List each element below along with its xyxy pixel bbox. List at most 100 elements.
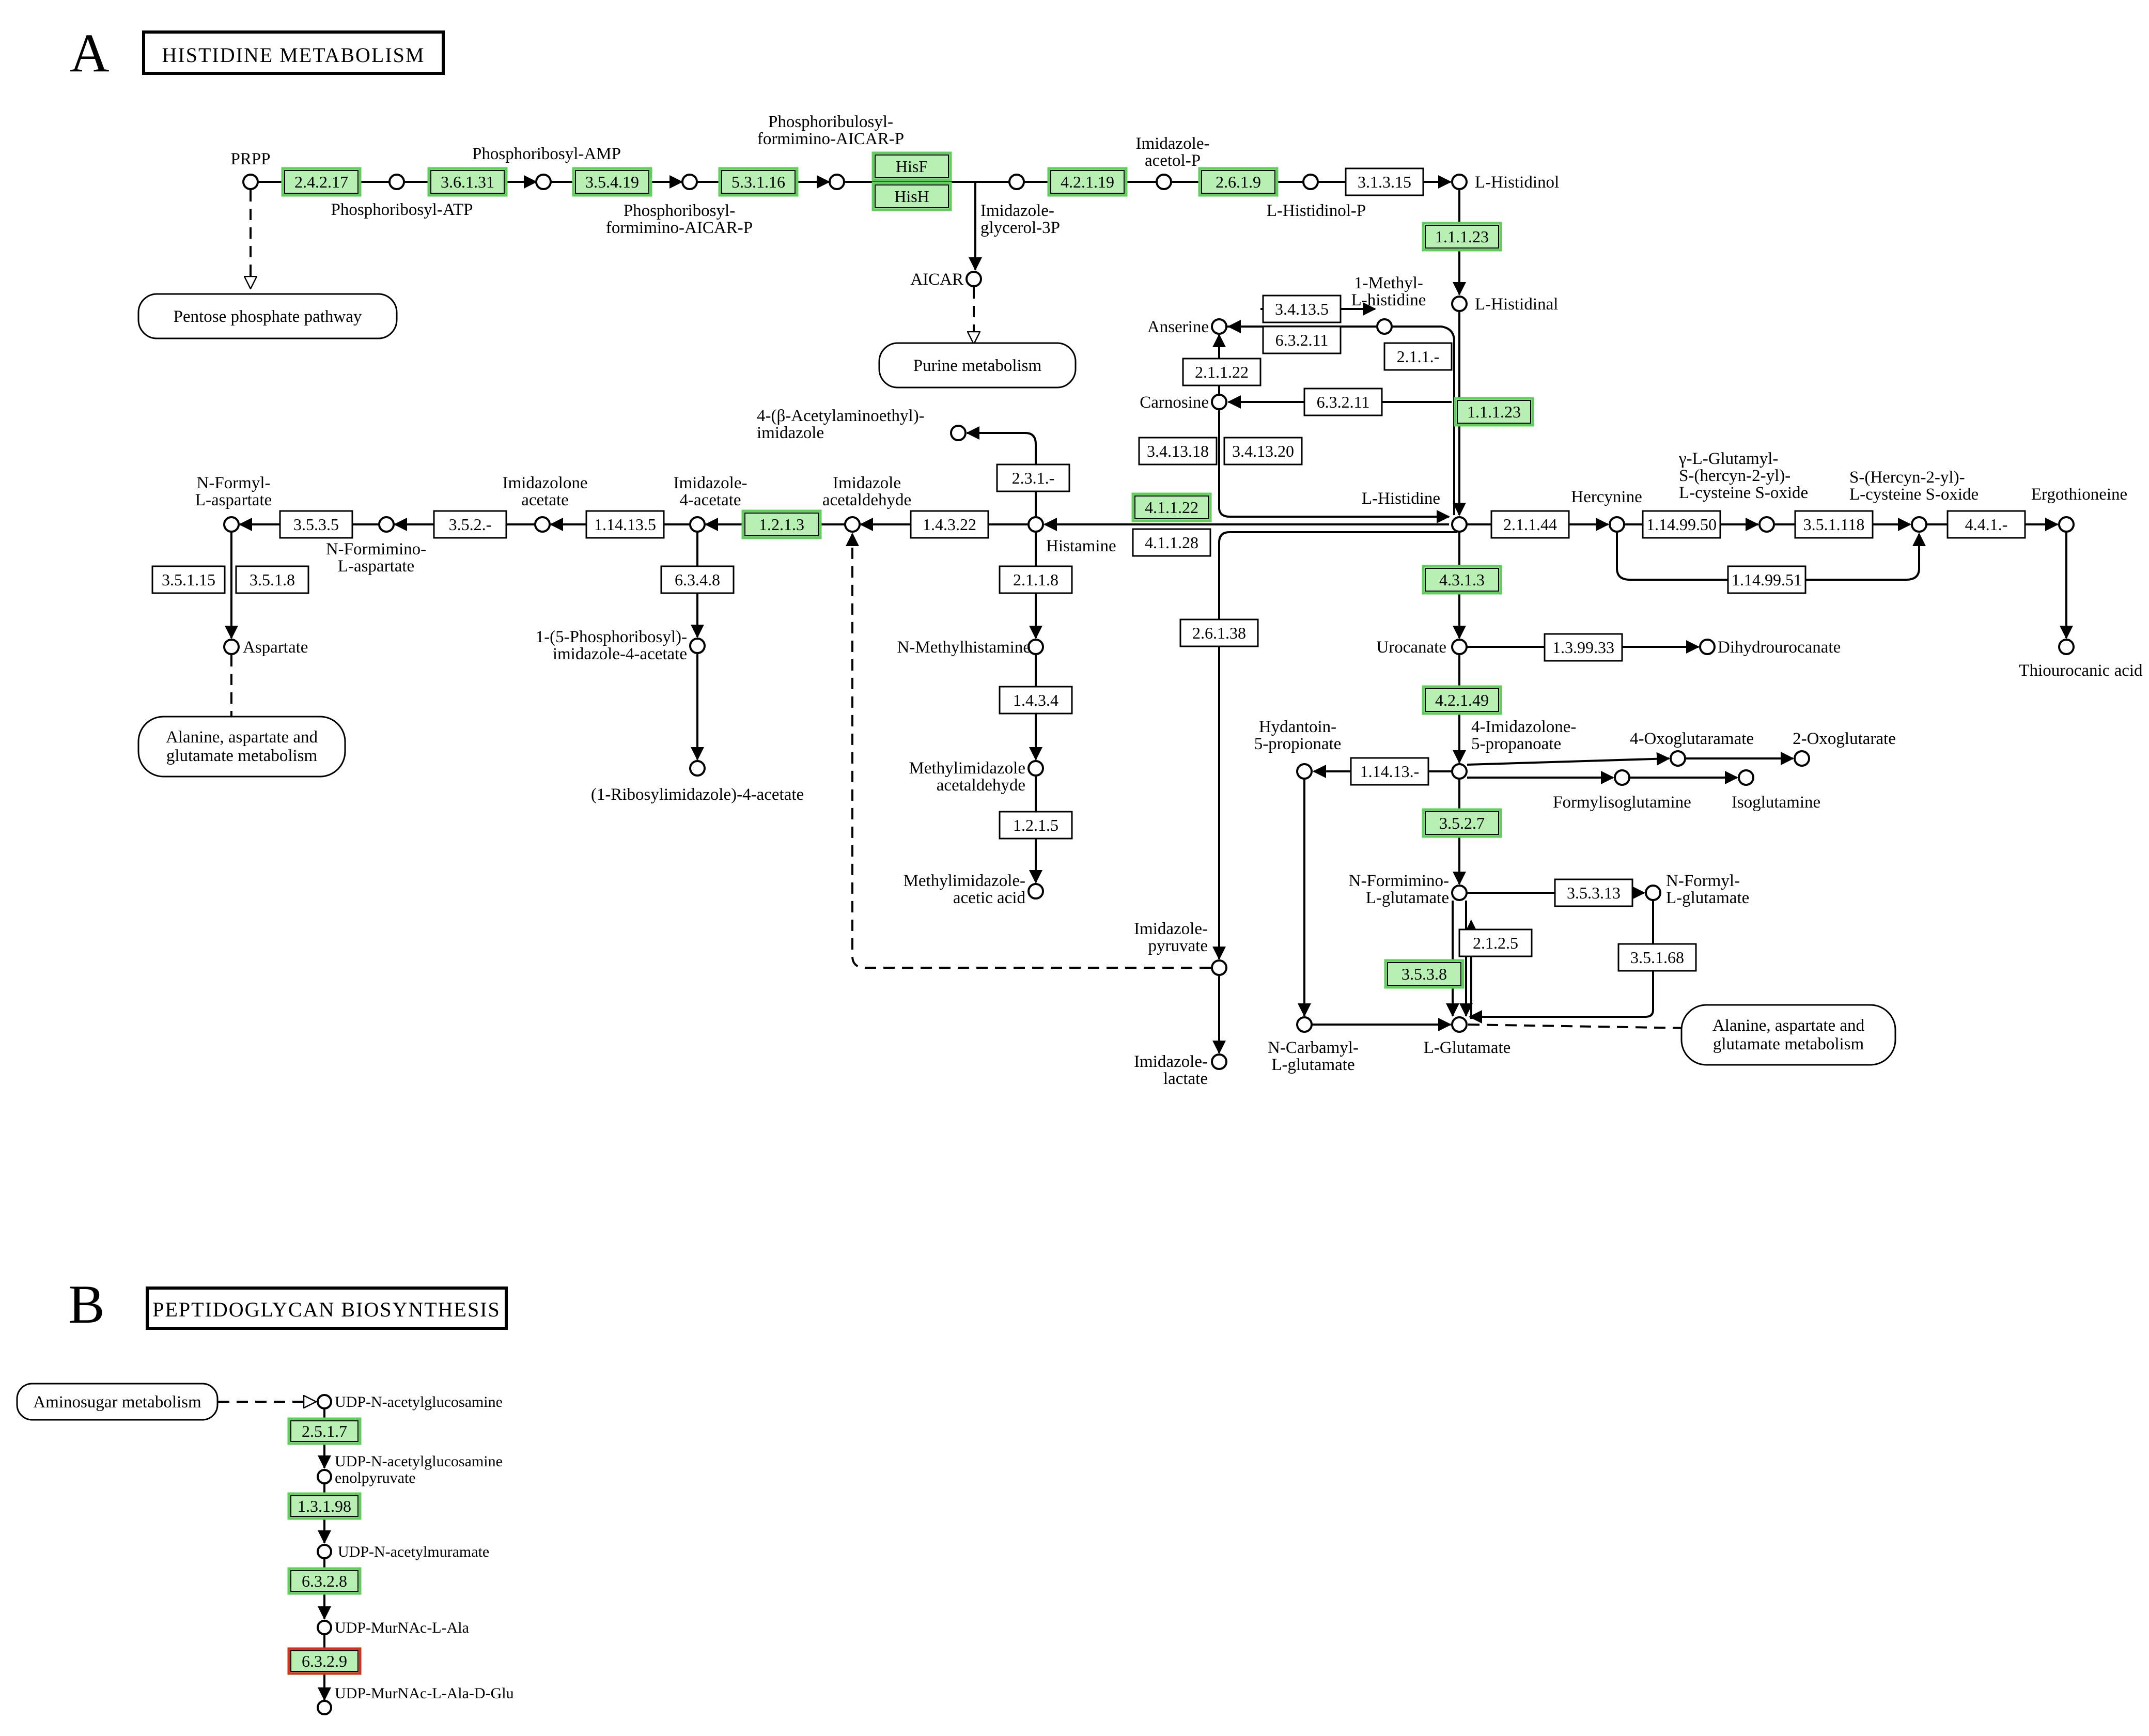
enzyme-e_1213[interactable]: 1.2.1.3: [741, 509, 822, 539]
compound-c_hcys[interactable]: S-(Hercyn-2-yl)-L-cysteine S-oxide: [1849, 468, 1979, 533]
enzyme-e_231[interactable]: 2.3.1.-: [996, 463, 1070, 492]
compound-c_pratp[interactable]: Phosphoribosyl-ATP: [331, 174, 473, 219]
compound-c_4imid[interactable]: 4-Imidazolone-5-propanoate: [1451, 718, 1576, 780]
enzyme-e_35168[interactable]: 3.5.1.68: [1617, 943, 1697, 972]
compound-c_lhis[interactable]: L-Histidine: [1362, 489, 1468, 533]
enzyme-e_2118[interactable]: 2.1.1.8: [999, 565, 1073, 594]
enzyme-e_441[interactable]: 4.4.1.-: [1946, 510, 2026, 539]
enzyme-e_41128[interactable]: 4.1.1.28: [1132, 528, 1211, 557]
enzyme-e_352[interactable]: 3.5.2.-: [433, 510, 507, 539]
enzyme-b_13198[interactable]: 1.3.1.98: [287, 1492, 362, 1520]
compound-b_udpaladglu[interactable]: UDP-MurNAc-L-Ala-D-Glu: [317, 1685, 514, 1715]
enzyme-e_139933[interactable]: 1.3.99.33: [1544, 633, 1623, 662]
enzyme-e_1434[interactable]: 1.4.3.4: [999, 686, 1073, 715]
enzyme-b_2517[interactable]: 2.5.1.7: [287, 1417, 362, 1445]
enzyme-e_24217[interactable]: 2.4.2.17: [281, 167, 362, 197]
compound-c_pfaicar[interactable]: Phosphoribosyl-formimino-AICAR-P: [606, 174, 753, 237]
compound-b_udpglcnac[interactable]: UDP-N-acetylglucosamine: [317, 1393, 503, 1411]
compound-c_dhuro[interactable]: Dihydrourocanate: [1699, 638, 1841, 657]
compound-c_isoglu[interactable]: Isoglutamine: [1732, 769, 1820, 812]
enzyme-e_6348[interactable]: 6.3.4.8: [660, 565, 735, 594]
compound-c_yglu[interactable]: γ-L-Glutamyl-S-(hercyn-2-yl)-L-cysteine …: [1678, 450, 1808, 533]
enzyme-b_6329[interactable]: 6.3.2.9: [287, 1647, 362, 1675]
enzyme-e_31315[interactable]: 3.1.3.15: [1345, 167, 1424, 196]
compound-c_nformasp[interactable]: N-Formyl-L-aspartate: [195, 474, 272, 533]
compound-c_lglu[interactable]: L-Glutamate: [1424, 1016, 1511, 1057]
compound-c_lhp[interactable]: L-Histidinol-P: [1267, 174, 1366, 220]
enzyme-e_351118[interactable]: 3.5.1.118: [1794, 510, 1874, 539]
enzyme-e_3527[interactable]: 3.5.2.7: [1422, 808, 1502, 838]
enzyme-e_1149950[interactable]: 1.14.99.50: [1642, 510, 1721, 539]
enzyme-e_3518[interactable]: 3.5.1.8: [235, 565, 309, 594]
enzyme-e_2619[interactable]: 2.6.1.9: [1198, 167, 1279, 197]
compound-c_iap[interactable]: Imidazole-acetol-P: [1136, 134, 1210, 190]
compound-c_histamine[interactable]: Histamine: [1027, 516, 1116, 555]
compound-c_pramp[interactable]: Phosphoribosyl-AMP: [472, 145, 621, 190]
compound-c_nmh[interactable]: N-Methylhistamine: [897, 638, 1044, 657]
enzyme-e_2125[interactable]: 2.1.2.5: [1458, 928, 1533, 957]
enzyme-e_HisH[interactable]: HisH: [871, 181, 952, 211]
enzyme-e_36131[interactable]: 3.6.1.31: [427, 167, 508, 197]
enzyme-e_21144[interactable]: 2.1.1.44: [1490, 510, 1570, 539]
enzyme-e_14322[interactable]: 1.4.3.22: [910, 510, 989, 539]
compound-c_urocanate[interactable]: Urocanate: [1376, 638, 1468, 657]
enzyme-e_26138[interactable]: 2.6.1.38: [1179, 618, 1259, 647]
compound-c_nformglu[interactable]: N-Formimino-L-glutamate: [1349, 872, 1468, 907]
enzyme-e_3535[interactable]: 3.5.3.5: [279, 510, 353, 539]
enzyme-e_11413[interactable]: 1.14.13.-: [1350, 757, 1429, 786]
compound-b_udpmur[interactable]: UDP-N-acetylmuramate: [317, 1543, 489, 1560]
enzyme-e_53116[interactable]: 5.3.1.16: [718, 167, 799, 197]
compound-c_prfaicar[interactable]: Phosphoribulosyl-formimino-AICAR-P: [757, 113, 904, 190]
compound-b_udpenol1[interactable]: UDP-N-acetylglucosamine: [317, 1453, 503, 1484]
enzyme-e_6321b[interactable]: 6.3.2.11: [1303, 388, 1383, 416]
compound-c_nformimasp[interactable]: N-Formimino-L-aspartate: [326, 516, 426, 576]
enzyme-e_6321a[interactable]: 6.3.2.11: [1262, 326, 1342, 354]
enzyme-e_341320[interactable]: 3.4.13.20: [1223, 437, 1303, 466]
enzyme-e_34135[interactable]: 3.4.13.5: [1262, 295, 1342, 323]
compound-c_ilac[interactable]: Imidazole-lactate: [1134, 1052, 1227, 1088]
enzyme-e_35115[interactable]: 3.5.1.15: [151, 565, 226, 594]
compound-c_igp[interactable]: Imidazole-glycerol-3P: [980, 174, 1060, 237]
compound-c_miacid[interactable]: Methylimidazole-acetic acid: [904, 872, 1044, 907]
enzyme-e_42119[interactable]: 4.2.1.19: [1047, 167, 1128, 197]
enzyme-e_431[interactable]: 4.3.1.3: [1422, 565, 1502, 595]
enzyme-e_4219[interactable]: 4.2.1.49: [1422, 685, 1502, 715]
compound-b_udpenol2[interactable]: enolpyruvate: [335, 1469, 416, 1486]
enzyme-e_35313[interactable]: 3.5.3.13: [1554, 878, 1633, 907]
compound-c_lhol[interactable]: L-Histidinol: [1451, 173, 1559, 192]
enzyme-e_11123a[interactable]: 1.1.1.23: [1422, 222, 1502, 252]
enzyme-e_11123b[interactable]: 1.1.1.23: [1454, 397, 1534, 427]
compound-c_ergo[interactable]: Ergothioneine: [2031, 485, 2127, 533]
compound-c_carnosine[interactable]: Carnosine: [1140, 393, 1227, 412]
enzyme-e_3538[interactable]: 3.5.3.8: [1384, 959, 1465, 989]
enzyme-e_341318[interactable]: 3.4.13.18: [1138, 437, 1218, 466]
enzyme-b_6328[interactable]: 6.3.2.8: [287, 1567, 362, 1595]
compound-c_mhis[interactable]: 1-Methyl-L-histidine: [1351, 274, 1426, 335]
enzyme-e_114135[interactable]: 1.14.13.5: [585, 510, 665, 539]
compound-c_ncarb[interactable]: N-Carbamyl-L-glutamate: [1268, 1016, 1359, 1074]
compound-c_aspartate[interactable]: Aspartate: [223, 638, 308, 657]
compound-c_prpp[interactable]: PRPP: [230, 150, 271, 190]
enzyme-e_35419[interactable]: 3.5.4.19: [572, 167, 652, 197]
compound-c_lhal[interactable]: L-Histidinal: [1451, 295, 1558, 314]
enzyme-e_HisF[interactable]: HisF: [871, 151, 952, 181]
enzyme-e_1215[interactable]: 1.2.1.5: [999, 811, 1073, 840]
compound-c_fisoglu[interactable]: Formylisoglutamine: [1553, 769, 1691, 812]
compound-c_aicar[interactable]: AICAR: [910, 270, 982, 289]
enzyme-e_211[interactable]: 2.1.1.-: [1383, 342, 1453, 371]
pathway-p_pentose[interactable]: Pentose phosphate pathway: [137, 293, 398, 339]
compound-c_2oxo[interactable]: 2-Oxoglutarate: [1793, 730, 1896, 767]
compound-c_thio[interactable]: Thiourocanic acid: [2019, 639, 2143, 680]
compound-c_hydantoin[interactable]: Hydantoin-5-propionate: [1254, 718, 1342, 780]
compound-c_acimid[interactable]: 4-(β-Acetylaminoethyl)-imidazole: [757, 407, 967, 442]
compound-c_anserine[interactable]: Anserine: [1147, 318, 1227, 336]
enzyme-e_1149951[interactable]: 1.14.99.51: [1727, 565, 1807, 594]
compound-c_i4a[interactable]: Imidazole-4-acetate: [674, 474, 748, 533]
enzyme-e_41122[interactable]: 4.1.1.22: [1131, 492, 1212, 522]
compound-c_4oxo[interactable]: 4-Oxoglutaramate: [1630, 730, 1754, 767]
